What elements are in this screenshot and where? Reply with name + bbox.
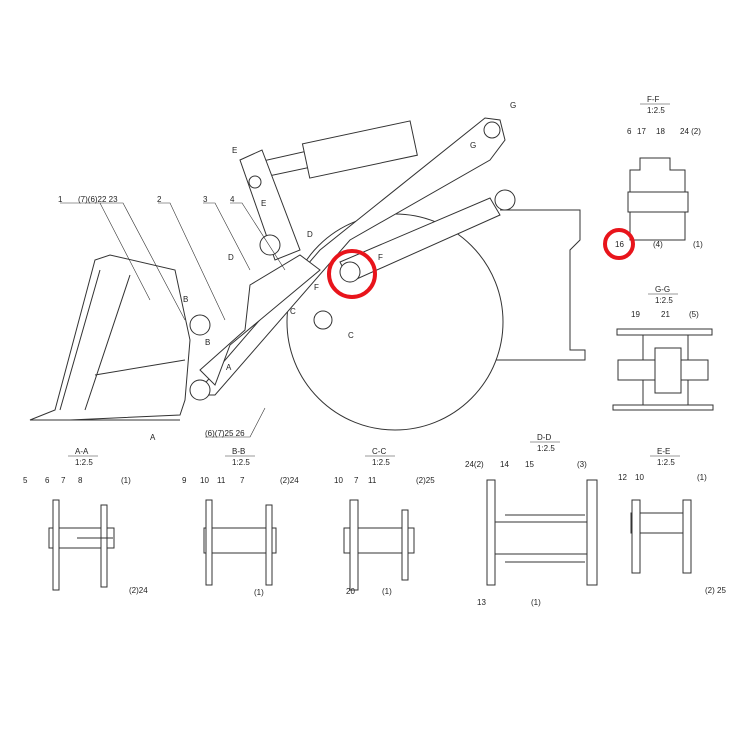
loader-main-view: 1 (7)(6)22 23 2 3 4 (6)(7)25 26 A A B B … xyxy=(29,101,586,442)
callout-label: B xyxy=(205,338,210,347)
callout-label: 19 xyxy=(631,310,640,319)
callout-label: 16 xyxy=(615,240,624,249)
callout-label: F xyxy=(314,283,319,292)
callout-label: D xyxy=(228,253,234,262)
boom-arm xyxy=(193,117,506,396)
callout-label: D xyxy=(307,230,313,239)
bucket xyxy=(29,254,191,421)
highlight-circle-part-16 xyxy=(603,228,635,260)
callout-2: 2 xyxy=(157,195,162,204)
callout-label: F xyxy=(378,253,383,262)
lift-link xyxy=(199,254,321,386)
callout-label: (2)25 xyxy=(416,476,435,485)
callout-label: 8 xyxy=(78,476,83,485)
callout-4: 4 xyxy=(230,195,235,204)
callout-label: E xyxy=(232,146,237,155)
callout-label: G xyxy=(510,101,516,110)
callout-label: 20 xyxy=(346,587,355,596)
callout-label: G-G xyxy=(655,285,670,294)
section-g-g: G-G 1:2.5 19 21 (5) xyxy=(612,285,714,411)
callout-label: 1:2.5 xyxy=(655,296,673,305)
section-c-c: C-C 1:2.5 10 7 11 (2)25 20 (1) xyxy=(334,447,435,596)
callout-label: A xyxy=(226,363,232,372)
callout-label: E-E xyxy=(657,447,670,456)
callout-label: (3) xyxy=(577,460,587,469)
section-f-f: F-F 1:2.5 6 17 18 24 (2) 16 (4) (1) xyxy=(603,95,703,260)
callout-7-6-22-23: (7)(6)22 23 xyxy=(78,195,118,204)
callout-label: 15 xyxy=(525,460,534,469)
callout-label: 1:2.5 xyxy=(537,444,555,453)
callout-label: 7 xyxy=(240,476,245,485)
callout-label: E xyxy=(261,199,266,208)
callout-label: (1) xyxy=(254,588,264,597)
callout-label: (4) xyxy=(653,240,663,249)
callout-label: A-A xyxy=(75,447,89,456)
callout-label: B-B xyxy=(232,447,245,456)
callout-label: 9 xyxy=(182,476,187,485)
callout-label: D-D xyxy=(537,433,551,442)
callout-label: 1:2.5 xyxy=(372,458,390,467)
callout-label: (5) xyxy=(689,310,699,319)
callout-label: 10 xyxy=(334,476,343,485)
callout-label: C-C xyxy=(372,447,386,456)
callout-label: (2)24 xyxy=(129,586,148,595)
section-b-b: B-B 1:2.5 9 10 11 7 (2)24 (1) xyxy=(182,447,299,597)
callout-1: 1 xyxy=(58,195,63,204)
callout-label: 11 xyxy=(217,476,226,485)
machine-frame xyxy=(495,209,586,361)
callout-label: 1:2.5 xyxy=(232,458,250,467)
callout-label: 24(2) xyxy=(465,460,484,469)
callout-label: (2) 25 xyxy=(705,586,726,595)
callout-label: 17 xyxy=(637,127,646,136)
callout-label: 11 xyxy=(368,476,377,485)
callout-label: 14 xyxy=(500,460,509,469)
callout-label: C xyxy=(290,307,296,316)
callout-label: F-F xyxy=(647,95,660,104)
section-e-e: E-E 1:2.5 12 10 (1) (2) 25 xyxy=(618,447,726,595)
callout-3: 3 xyxy=(203,195,208,204)
callout-label: G xyxy=(470,141,476,150)
callout-label: (1) xyxy=(382,587,392,596)
callout-label: 18 xyxy=(656,127,665,136)
callout-label: 13 xyxy=(477,598,486,607)
callout-6-7-25-26: (6)(7)25 26 xyxy=(205,429,245,438)
callout-label: (2)24 xyxy=(280,476,299,485)
callout-label: A xyxy=(150,433,156,442)
section-a-a: A-A 1:2.5 5 6 7 8 (1) (2)24 xyxy=(23,447,148,595)
callout-label: 10 xyxy=(635,473,644,482)
callout-label: 6 xyxy=(45,476,50,485)
callout-label: 24 (2) xyxy=(680,127,701,136)
callout-label: 5 xyxy=(23,476,28,485)
callout-label: (1) xyxy=(531,598,541,607)
callout-label: (1) xyxy=(121,476,131,485)
callout-label: 6 xyxy=(627,127,632,136)
callout-label: 1:2.5 xyxy=(647,106,665,115)
section-d-d: D-D 1:2.5 24(2) 14 15 (3) 13 (1) xyxy=(465,433,598,607)
callout-label: B xyxy=(183,295,188,304)
callout-label: 1:2.5 xyxy=(75,458,93,467)
callout-label: 1:2.5 xyxy=(657,458,675,467)
callout-label: 21 xyxy=(661,310,670,319)
callout-label: 10 xyxy=(200,476,209,485)
callout-label: 12 xyxy=(618,473,627,482)
callout-label: 7 xyxy=(354,476,359,485)
callout-label: C xyxy=(348,331,354,340)
highlight-circle-joint-f xyxy=(327,249,377,299)
callout-label: 7 xyxy=(61,476,66,485)
callout-label: (1) xyxy=(697,473,707,482)
callout-label: (1) xyxy=(693,240,703,249)
